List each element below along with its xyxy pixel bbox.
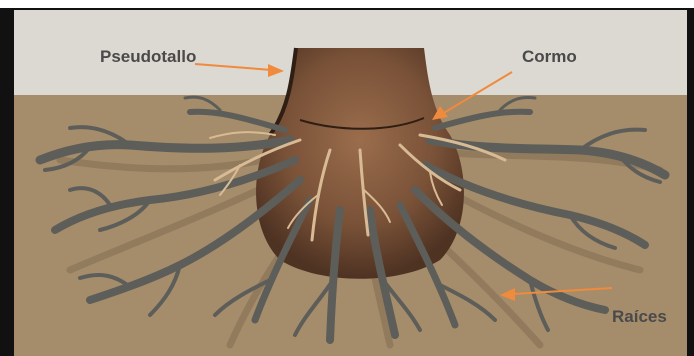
top-border	[0, 8, 694, 10]
right-border	[687, 8, 694, 356]
label-corm: Cormo	[522, 47, 577, 66]
left-border	[0, 8, 14, 356]
label-roots: Raíces	[612, 307, 667, 326]
label-pseudostem: Pseudotallo	[100, 47, 196, 66]
